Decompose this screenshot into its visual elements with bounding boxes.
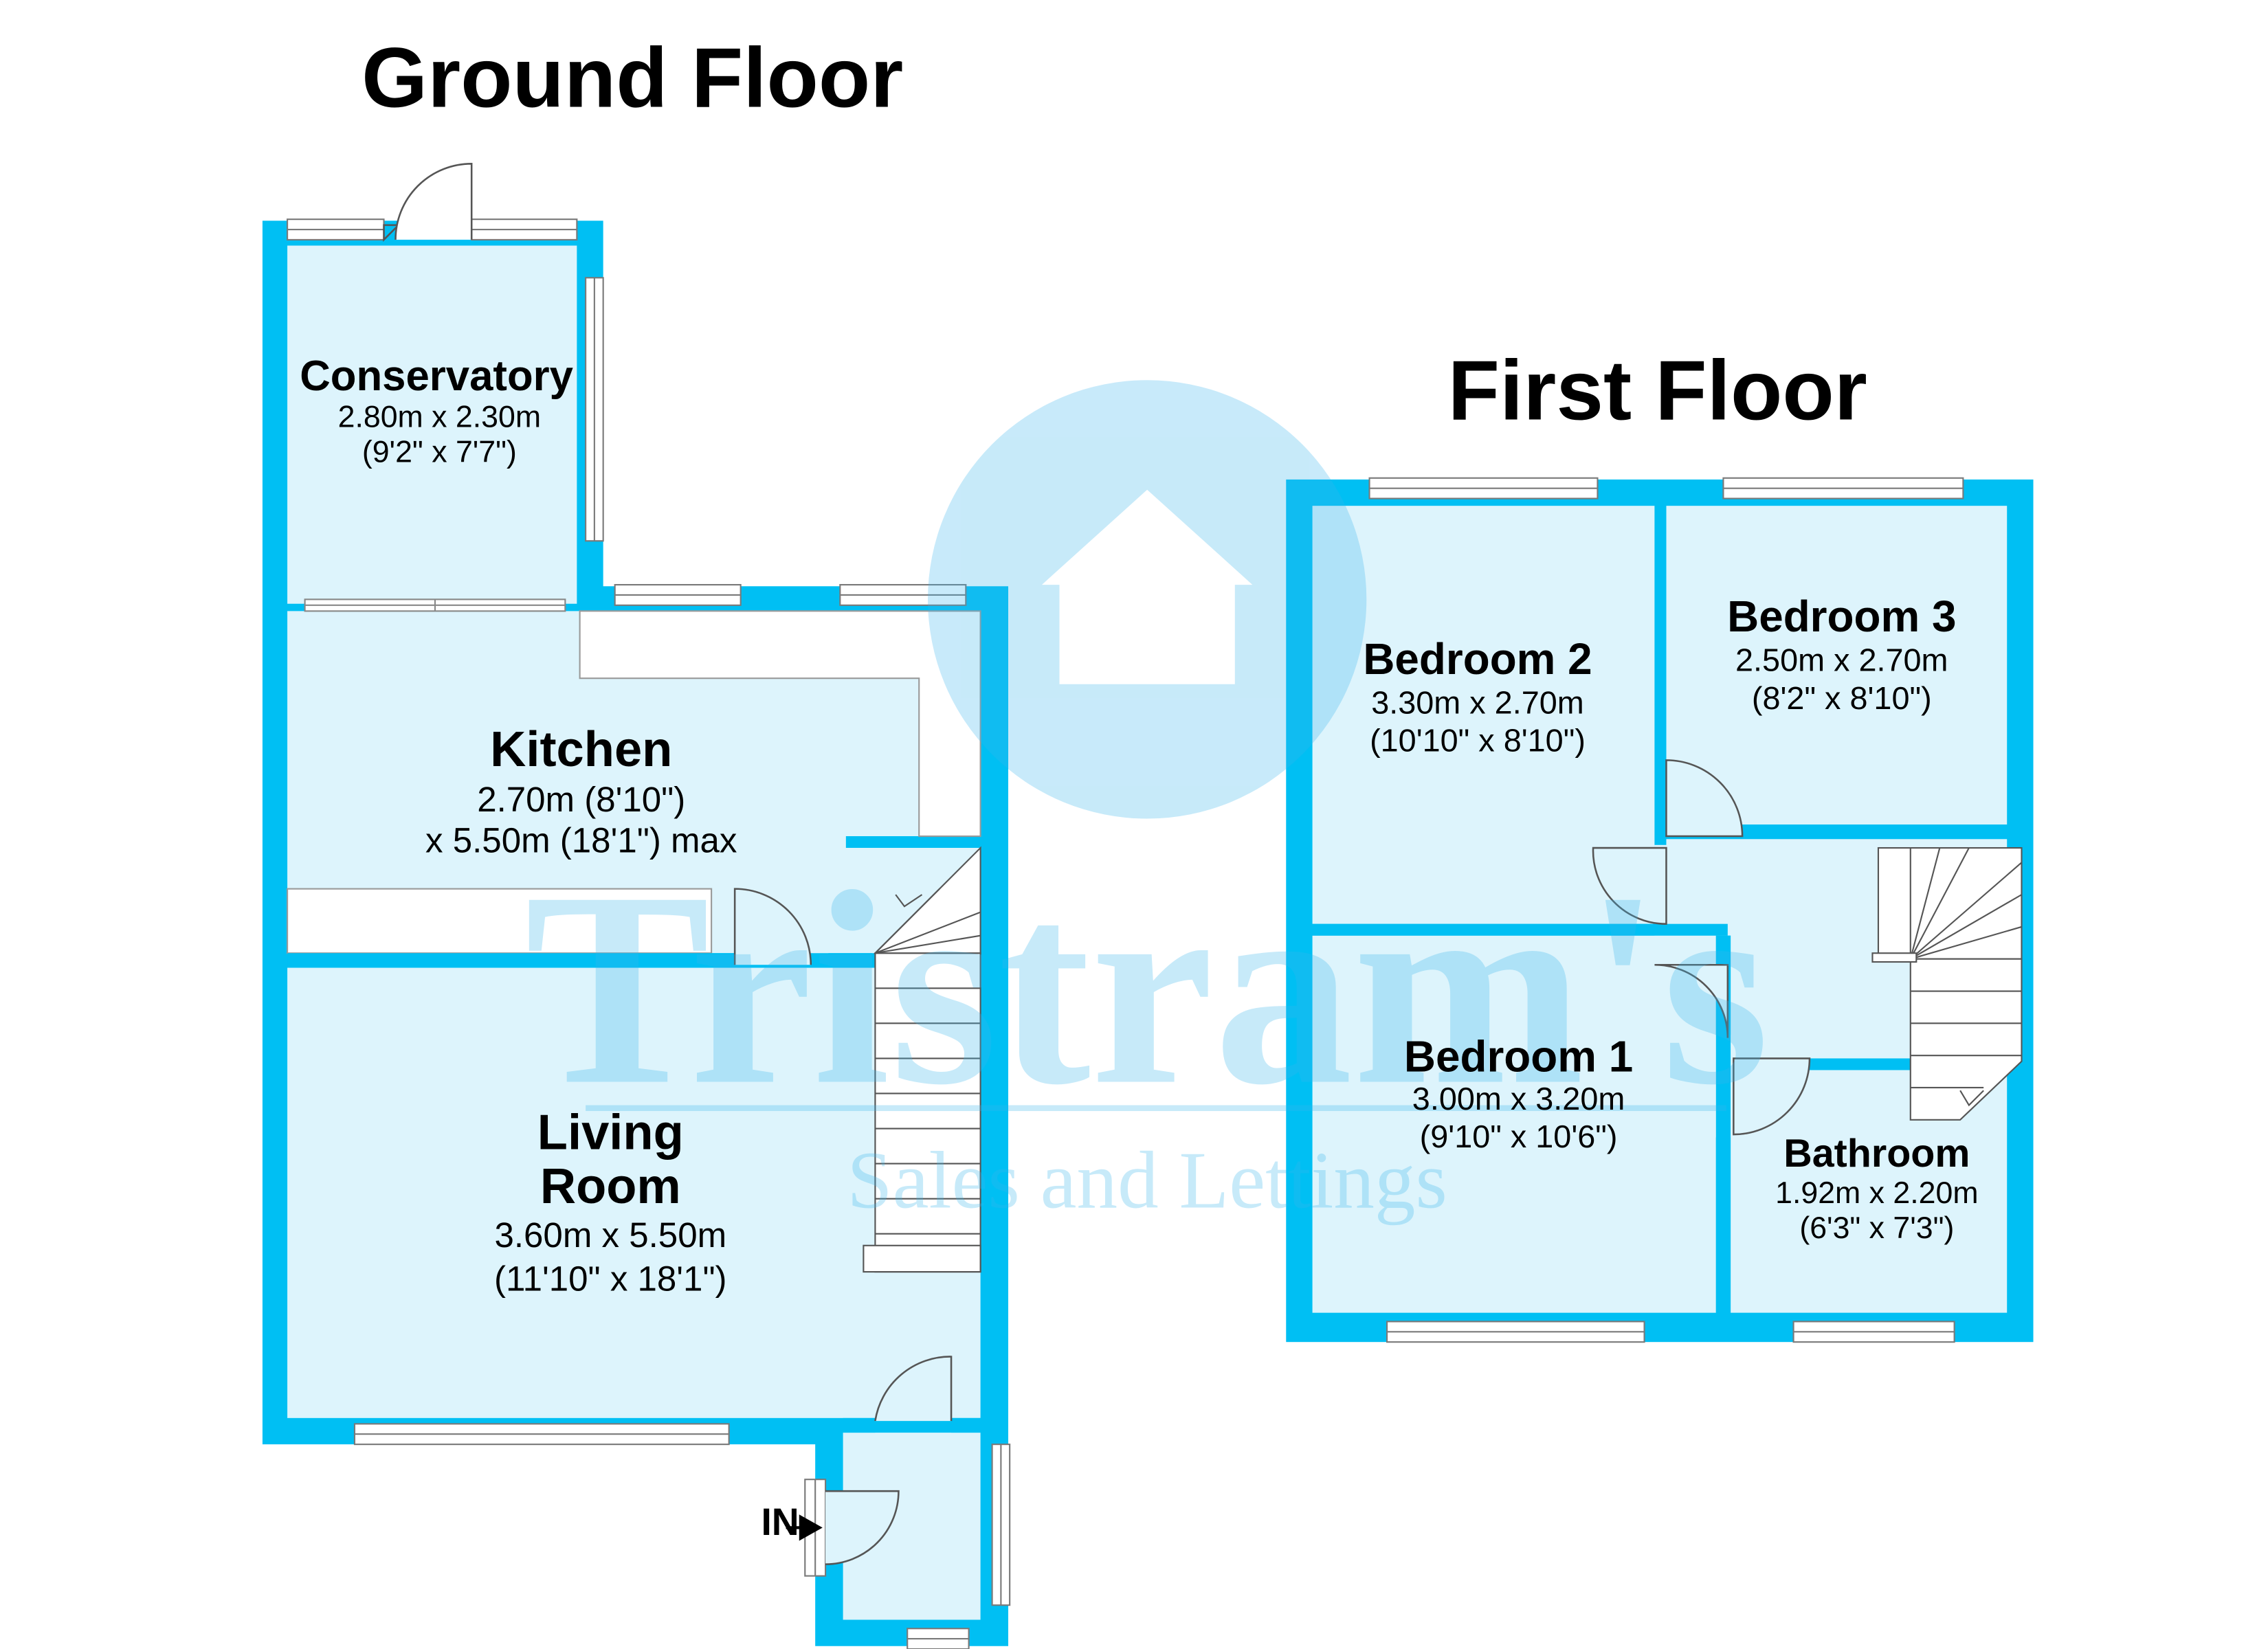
conservatory-room bbox=[287, 245, 577, 604]
bedroom3-room bbox=[1666, 506, 2008, 824]
bathroom-name: Bathroom bbox=[1783, 1132, 1970, 1176]
doors-first bbox=[1592, 759, 1811, 1136]
first-floor-plan bbox=[1286, 477, 2034, 1343]
wall-bath-top bbox=[1806, 1058, 1912, 1070]
entrance-label: IN bbox=[761, 1501, 799, 1543]
ground-floor-plan: IN bbox=[262, 163, 1011, 1649]
bathroom-dim-metric: 1.92m x 2.20m bbox=[1775, 1176, 1978, 1210]
watermark: Tristram's Sales and Lettings bbox=[525, 380, 1770, 1225]
kitchen-counter bbox=[287, 888, 713, 954]
wall-bed2-landing bbox=[1654, 506, 1667, 845]
bedroom1-dim-imperial: (9'10" x 10'6") bbox=[1420, 1119, 1618, 1154]
living-room-dim-metric: 3.60m x 5.50m bbox=[494, 1215, 726, 1255]
bedroom1-name: Bedroom 1 bbox=[1404, 1032, 1633, 1081]
conservatory-name: Conservatory bbox=[300, 352, 573, 400]
kitchen-room bbox=[287, 611, 981, 954]
bedroom1-room bbox=[1312, 935, 1716, 1313]
porch-wall-top bbox=[843, 1417, 876, 1433]
arrow-right-icon bbox=[799, 1514, 823, 1541]
kitchen-living-wall-stub bbox=[828, 953, 873, 968]
doors-ground bbox=[383, 163, 953, 1565]
kitchen-name: Kitchen bbox=[490, 722, 672, 777]
bedroom3-dim-imperial: (8'2" x 8'10") bbox=[1752, 680, 1932, 716]
watermark-divider bbox=[586, 1105, 1726, 1112]
kitchen-worktop bbox=[579, 610, 981, 838]
bathroom-dim-imperial: (6'3" x 7'3") bbox=[1799, 1211, 1954, 1245]
watermark-tagline: Sales and Lettings bbox=[847, 1134, 1447, 1225]
living-room bbox=[287, 967, 981, 1418]
conservatory-dim-imperial: (9'2" x 7'7") bbox=[362, 435, 517, 469]
kitchen-dim-2: x 5.50m (18'1") max bbox=[425, 820, 737, 860]
windows-first bbox=[1368, 477, 1964, 1343]
conservatory-dim-metric: 2.80m x 2.30m bbox=[338, 400, 541, 434]
bedroom1-dim-metric: 3.00m x 3.20m bbox=[1412, 1081, 1625, 1117]
bedroom2-dim-imperial: (10'10" x 8'10") bbox=[1370, 723, 1586, 759]
bedroom2-name: Bedroom 2 bbox=[1363, 634, 1592, 684]
porch-wall-top-right bbox=[951, 1417, 981, 1433]
house-icon bbox=[1041, 489, 1253, 684]
bedroom3-name: Bedroom 3 bbox=[1727, 592, 1956, 641]
entrance-marker: IN bbox=[761, 1501, 823, 1543]
living-room-dim-imperial: (11'10" x 18'1") bbox=[494, 1259, 727, 1299]
wall-bed2-bed1 bbox=[1312, 923, 1728, 936]
wall-bed1-bath-lower bbox=[1715, 1137, 1731, 1313]
living-room-name-line2: Room bbox=[540, 1159, 681, 1214]
kitchen-living-wall bbox=[287, 953, 735, 968]
kitchen-dim-1: 2.70m (8'10") bbox=[477, 780, 685, 819]
staircase-ground bbox=[863, 846, 981, 1273]
staircase-first bbox=[1871, 846, 2023, 1121]
first-floor-title: First Floor bbox=[1448, 344, 1867, 438]
bedroom2-dim-metric: 3.30m x 2.70m bbox=[1371, 684, 1584, 720]
bedroom3-dim-metric: 2.50m x 2.70m bbox=[1735, 642, 1948, 678]
living-room-name-line1: Living bbox=[537, 1105, 684, 1160]
wall-bed3-landing bbox=[1748, 824, 2008, 837]
ground-floor-title: Ground Floor bbox=[362, 30, 903, 125]
logo-circle bbox=[928, 380, 1367, 819]
watermark-brand: Tristram's bbox=[525, 835, 1770, 1142]
